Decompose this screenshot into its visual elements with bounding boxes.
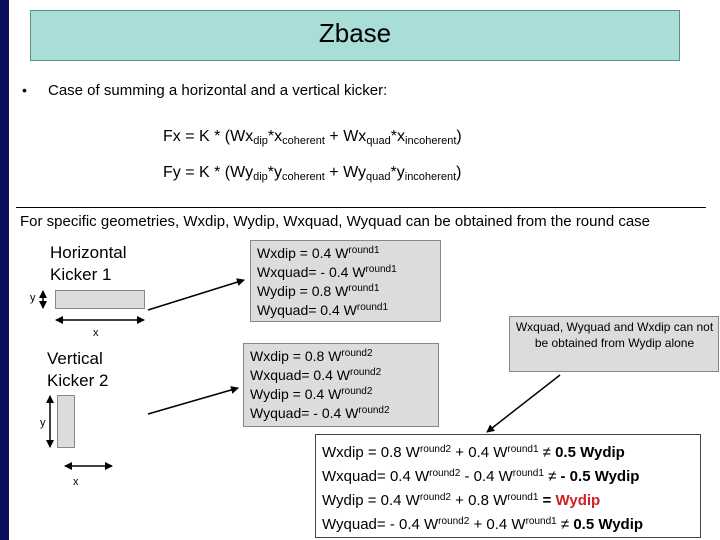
equation-fy: Fy = K * (Wydip*ycoherent + Wyquad*yinco…: [163, 164, 462, 183]
geometry-note: For specific geometries, Wxdip, Wydip, W…: [20, 213, 651, 230]
kicker2-shape: [57, 395, 75, 448]
equation-fx: Fx = K * (Wxdip*xcoherent + Wxquad*xinco…: [163, 128, 462, 147]
comment-text: Wxquad, Wyquad and Wxdip can not be obta…: [515, 320, 714, 350]
coeff-line: Wxdip = 0.8 Wround2: [250, 348, 373, 364]
result-line: Wxdip = 0.8 Wround2 + 0.4 Wround1 ≠ 0.5 …: [322, 444, 625, 461]
coeff-line: Wydip = 0.8 Wround1: [257, 283, 380, 299]
coeff-line: Wydip = 0.4 Wround2: [250, 386, 373, 402]
kicker2-pointer-arrow: [147, 386, 239, 415]
kicker1-axis-y: y: [30, 292, 36, 304]
result-line: Wyquad= - 0.4 Wround2 + 0.4 Wround1 ≠ 0.…: [322, 516, 644, 533]
left-accent-bar: [0, 0, 9, 540]
slide-title: Zbase: [318, 18, 392, 48]
coeff-line: Wyquad= 0.4 Wround1: [257, 302, 389, 318]
kicker1-coefficients: Wxdip = 0.4 Wround1 Wxquad= - 0.4 Wround…: [257, 244, 397, 320]
result-line: Wydip = 0.4 Wround2 + 0.8 Wround1 = Wydi…: [322, 492, 601, 509]
coeff-line: Wxquad= 0.4 Wround2: [250, 367, 382, 383]
kicker1-pointer-arrow: [147, 278, 245, 311]
result-lines: Wxdip = 0.8 Wround2 + 0.4 Wround1 ≠ 0.5 …: [322, 441, 643, 537]
kicker1-shape: [55, 290, 145, 309]
title-banner: [30, 10, 680, 61]
kicker1-coeff-box: [250, 240, 441, 322]
bullet-marker: •: [22, 82, 27, 98]
coeff-line: Wxdip = 0.4 Wround1: [257, 245, 380, 261]
result-box: [315, 434, 701, 538]
coeff-line: Wyquad= - 0.4 Wround2: [250, 405, 390, 421]
comment-pointer-arrow: [486, 374, 561, 433]
divider-line: [16, 207, 706, 208]
kicker2-axis-y: y: [40, 417, 46, 429]
intro-text: Case of summing a horizontal and a verti…: [48, 82, 388, 99]
kicker1-axis-x: x: [93, 327, 99, 339]
result-line: Wxquad= 0.4 Wround2 - 0.4 Wround1 ≠ - 0.…: [322, 468, 640, 485]
kicker2-coefficients: Wxdip = 0.8 Wround2 Wxquad= 0.4 Wround2 …: [250, 347, 390, 423]
comment-box: [509, 316, 719, 372]
kicker2-axis-x: x: [73, 476, 79, 488]
kicker2-coeff-box: [243, 343, 439, 427]
coeff-line: Wxquad= - 0.4 Wround1: [257, 264, 397, 280]
